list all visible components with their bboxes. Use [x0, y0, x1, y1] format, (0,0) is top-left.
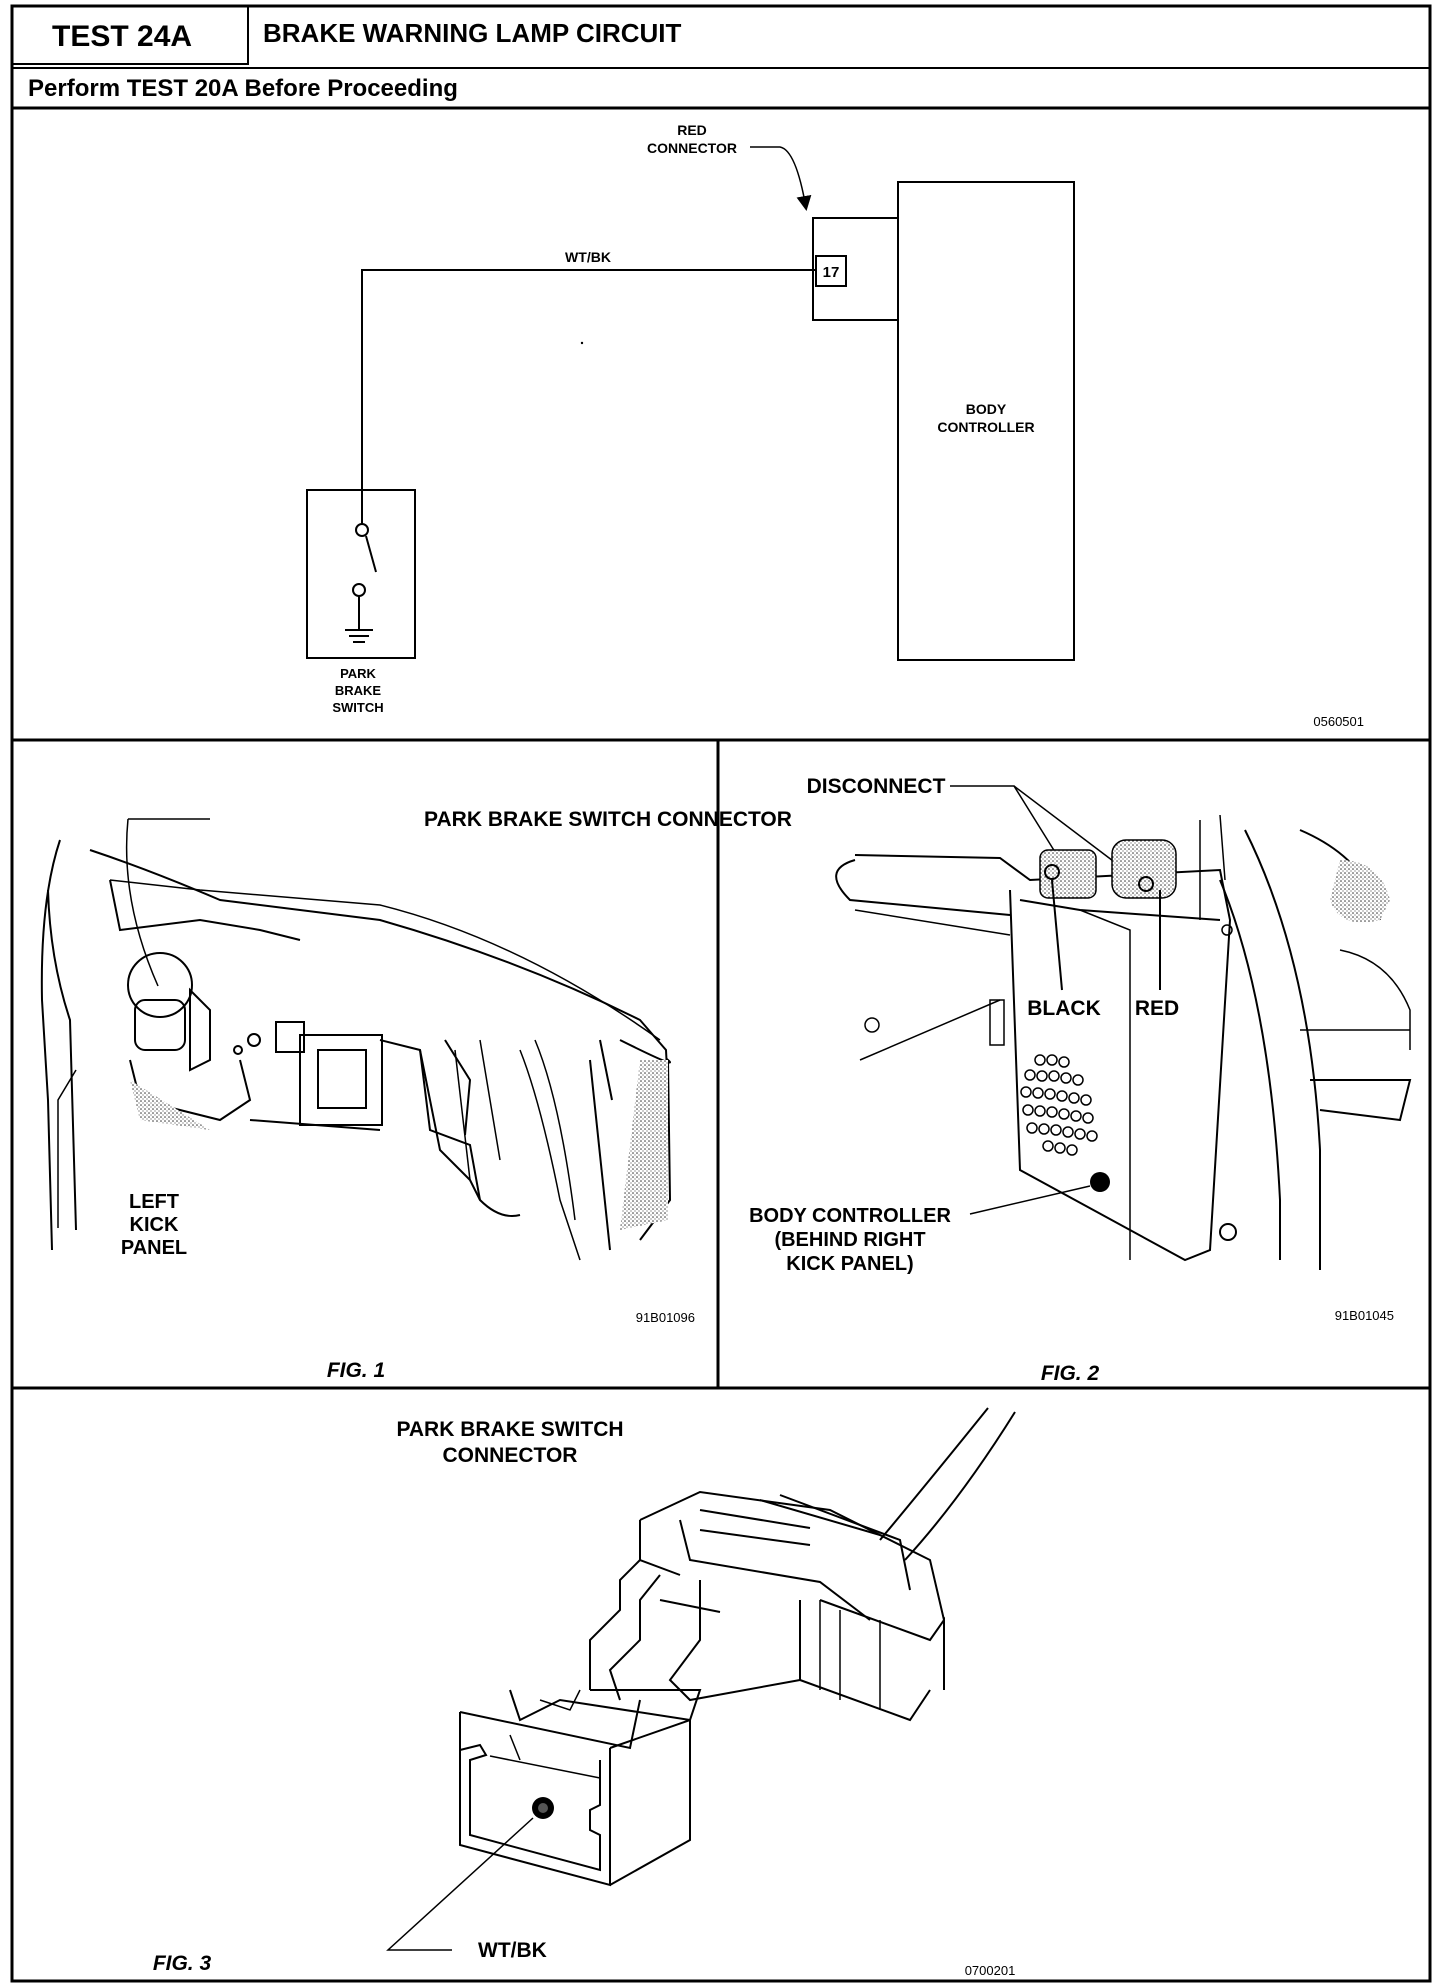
test-id-box: [11, 5, 249, 65]
red-connector-label-line1: RED: [677, 122, 707, 138]
park-brake-label-line3: SWITCH: [332, 700, 383, 715]
prerequisite-note: Perform TEST 20A Before Proceeding: [28, 75, 458, 102]
test-id: TEST 24A: [52, 20, 192, 53]
body-controller-label-line2: CONTROLLER: [937, 419, 1034, 435]
fig1-figure-code: 91B01096: [636, 1310, 695, 1325]
fig2-panel: DISCONNECT: [749, 775, 1412, 1385]
switch-contact-upper: [355, 523, 369, 537]
fig2-body-controller-label-line2: (BEHIND RIGHT: [774, 1229, 925, 1251]
black-connector-dot: [1044, 864, 1060, 880]
schematic: BODY CONTROLLER 17 RED CONNECTOR WT/BK P…: [306, 122, 1364, 729]
schematic-figure-code: 0560501: [1313, 714, 1364, 729]
fig2-body-controller-label-line1: BODY CONTROLLER: [749, 1205, 951, 1227]
fig1-kick-panel-label-line2: KICK: [130, 1214, 179, 1236]
red-connector-dot: [1138, 876, 1154, 892]
dashboard-illustration: [40, 839, 672, 1261]
fig2-body-controller-leader: [969, 1185, 1091, 1215]
ground-icon: [345, 629, 373, 643]
switch-arm: [365, 535, 377, 573]
fig1-caption: FIG. 1: [327, 1359, 385, 1382]
header: TEST 24A BRAKE WARNING LAMP CIRCUIT Perf…: [11, 5, 682, 102]
body-controller-illustration: [835, 814, 1412, 1270]
red-connector-label-line2: CONNECTOR: [647, 140, 737, 156]
wire-label: WT/BK: [565, 249, 611, 265]
fig3-wire-leader: [386, 1817, 534, 1951]
stray-mark: [580, 341, 584, 345]
fig2-red-label: RED: [1135, 997, 1179, 1020]
fig1-panel: PARK BRAKE SWITCH CONNECTOR: [40, 808, 792, 1382]
fig1-kick-panel-leader: [57, 1069, 77, 1228]
body-controller-marker: [1090, 1172, 1110, 1192]
fig2-figure-code: 91B01045: [1335, 1308, 1394, 1323]
fig2-disconnect-leader-a: [950, 785, 1061, 861]
park-brake-switch-box: [306, 489, 416, 659]
fig3-figure-code: 0700201: [965, 1963, 1016, 1978]
fig2-body-controller-label-line3: KICK PANEL): [786, 1253, 913, 1275]
fig1-connector-circle: [127, 952, 193, 1018]
fig2-caption: FIG. 2: [1041, 1362, 1100, 1385]
fig3-wire-label: WT/BK: [478, 1939, 547, 1962]
fig2-disconnect-label: DISCONNECT: [807, 775, 946, 798]
fig3-caption: FIG. 3: [153, 1952, 212, 1975]
fig2-disconnect-leader-b: [1013, 785, 1126, 871]
page-title: BRAKE WARNING LAMP CIRCUIT: [263, 18, 682, 48]
body-controller-label-line1: BODY: [966, 401, 1007, 417]
park-brake-label-line1: PARK: [340, 666, 376, 681]
fig3-title-line2: CONNECTOR: [443, 1444, 578, 1467]
fig3-title-line1: PARK BRAKE SWITCH: [396, 1418, 623, 1441]
fig2-black-label: BLACK: [1027, 997, 1101, 1020]
fig3-panel: PARK BRAKE SWITCH CONNECTOR: [153, 1407, 1016, 1978]
red-connector-leader: [750, 146, 812, 211]
pin-number: 17: [823, 264, 840, 281]
page-frame: [10, 4, 1432, 1983]
vent-holes: [1020, 1054, 1098, 1156]
connector-illustration: [459, 1407, 1016, 1887]
wt-bk-wire: [361, 269, 816, 500]
fig1-kick-panel-label-line1: LEFT: [129, 1191, 179, 1213]
fig1-kick-panel-label-line3: PANEL: [121, 1237, 187, 1259]
park-brake-label-line2: BRAKE: [335, 683, 382, 698]
body-controller-box: [897, 181, 1075, 661]
fig1-connector-label: PARK BRAKE SWITCH CONNECTOR: [424, 808, 792, 831]
switch-contact-lower: [352, 583, 366, 597]
